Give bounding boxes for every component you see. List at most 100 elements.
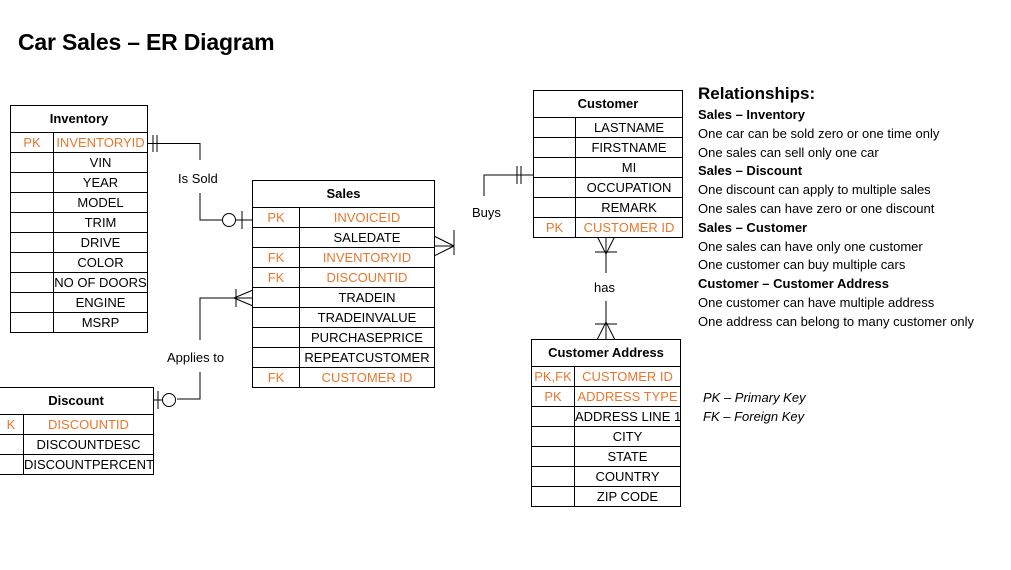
attribute-name: STATE xyxy=(607,449,648,464)
attribute-row: ENGINE xyxy=(11,293,147,313)
connector-inventory-sales xyxy=(147,143,201,160)
key-marker: K xyxy=(0,415,24,434)
label-applies-to: Applies to xyxy=(167,350,225,365)
attribute-name: CUSTOMER ID xyxy=(321,370,413,385)
attribute-name: OCCUPATION xyxy=(586,180,672,195)
attribute-name: MSRP xyxy=(81,315,120,330)
key-marker xyxy=(534,198,576,217)
attribute-row: REMARK xyxy=(534,198,682,218)
attribute-row: TRIM xyxy=(11,213,147,233)
key-marker: PK xyxy=(253,208,300,227)
group-title-customer-address: Customer – Customer Address xyxy=(698,276,889,292)
relationships-heading: Relationships: xyxy=(698,84,816,103)
key-marker xyxy=(532,487,575,506)
key-marker xyxy=(532,427,575,446)
rule-line: One discount can apply to multiple sales xyxy=(698,182,931,198)
rule-line: One customer can have multiple address xyxy=(698,294,935,310)
key-marker xyxy=(253,228,300,247)
attribute-row: PURCHASEPRICE xyxy=(253,328,434,348)
connector-inventory-sales-lower xyxy=(199,193,222,221)
rule-line: One sales can sell only one car xyxy=(698,144,879,160)
key-marker xyxy=(534,178,576,197)
key-legend: PK – Primary Key FK – Foreign Key xyxy=(703,388,806,426)
attribute-name: ZIP CODE xyxy=(596,489,659,504)
attribute-name: INVOICEID xyxy=(333,210,401,225)
attribute-name: YEAR xyxy=(82,175,119,190)
key-marker xyxy=(532,447,575,466)
connector-sales-discount xyxy=(199,297,253,340)
attribute-row: YEAR xyxy=(11,173,147,193)
key-marker xyxy=(11,293,54,312)
attribute-name: FIRSTNAME xyxy=(591,140,667,155)
key-marker xyxy=(11,273,54,292)
attribute-name: REMARK xyxy=(601,200,657,215)
address-crow-right xyxy=(605,321,616,341)
key-marker: PK xyxy=(11,133,54,152)
key-marker xyxy=(11,193,54,212)
entity-title: Discount xyxy=(0,388,153,415)
label-buys: Buys xyxy=(472,205,501,220)
attribute-name: TRADEIN xyxy=(338,290,396,305)
rule-line: One address can belong to many customer … xyxy=(698,313,975,329)
sales-crow-bottom xyxy=(433,245,455,257)
attribute-name: COUNTRY xyxy=(595,469,660,484)
attribute-name: INVENTORYID xyxy=(322,250,412,265)
attribute-name: LASTNAME xyxy=(593,120,665,135)
attribute-name: ENGINE xyxy=(75,295,126,310)
entity-title: Customer Address xyxy=(532,340,680,367)
key-marker xyxy=(11,213,54,232)
attribute-row: MODEL xyxy=(11,193,147,213)
label-is-sold: Is Sold xyxy=(178,171,218,186)
attribute-row: MI xyxy=(534,158,682,178)
key-marker xyxy=(11,153,54,172)
key-marker: PK,FK xyxy=(532,367,575,386)
key-marker xyxy=(11,233,54,252)
attribute-row: TRADEINVALUE xyxy=(253,308,434,328)
attribute-row: DISCOUNTPERCENT xyxy=(0,455,153,474)
label-has: has xyxy=(594,280,615,295)
sales-crow-top xyxy=(433,235,455,247)
attribute-name: DISCOUNTID xyxy=(326,270,408,285)
key-marker xyxy=(0,435,24,454)
attribute-name: DRIVE xyxy=(80,235,121,250)
key-marker xyxy=(534,118,576,137)
attribute-row: STATE xyxy=(532,447,680,467)
attribute-name: SALEDATE xyxy=(333,230,401,245)
key-marker xyxy=(253,288,300,307)
attribute-row: CITY xyxy=(532,427,680,447)
key-marker xyxy=(253,308,300,327)
attribute-row: ADDRESS LINE 1 xyxy=(532,407,680,427)
attribute-name: MI xyxy=(621,160,637,175)
attribute-row: FIRSTNAME xyxy=(534,138,682,158)
discount-zero-circle xyxy=(162,393,176,407)
attribute-row: DRIVE xyxy=(11,233,147,253)
attribute-name: NO OF DOORS xyxy=(54,275,147,290)
page-title: Car Sales – ER Diagram xyxy=(18,29,275,55)
legend-fk: FK – Foreign Key xyxy=(703,409,805,424)
rule-line: One sales can have zero or one discount xyxy=(698,200,935,216)
key-marker: FK xyxy=(253,368,300,387)
attribute-name: TRIM xyxy=(84,215,117,230)
entity-title: Customer xyxy=(534,91,682,118)
attribute-row: FK CUSTOMER ID xyxy=(253,368,434,387)
attribute-name: TRADEINVALUE xyxy=(317,310,417,325)
key-marker: FK xyxy=(253,268,300,287)
group-title-sales-discount: Sales – Discount xyxy=(698,163,803,179)
group-title-sales-inventory: Sales – Inventory xyxy=(698,107,805,122)
key-marker xyxy=(534,138,576,157)
key-marker: PK xyxy=(532,387,575,406)
attribute-row: DISCOUNTDESC xyxy=(0,435,153,455)
attribute-name: DISCOUNTID xyxy=(48,417,129,432)
connector-sales-customer-upper xyxy=(483,174,533,196)
attribute-row: COLOR xyxy=(11,253,147,273)
key-marker xyxy=(532,407,575,426)
rule-line: One sales can have only one customer xyxy=(698,238,923,254)
attribute-name: VIN xyxy=(89,155,112,170)
